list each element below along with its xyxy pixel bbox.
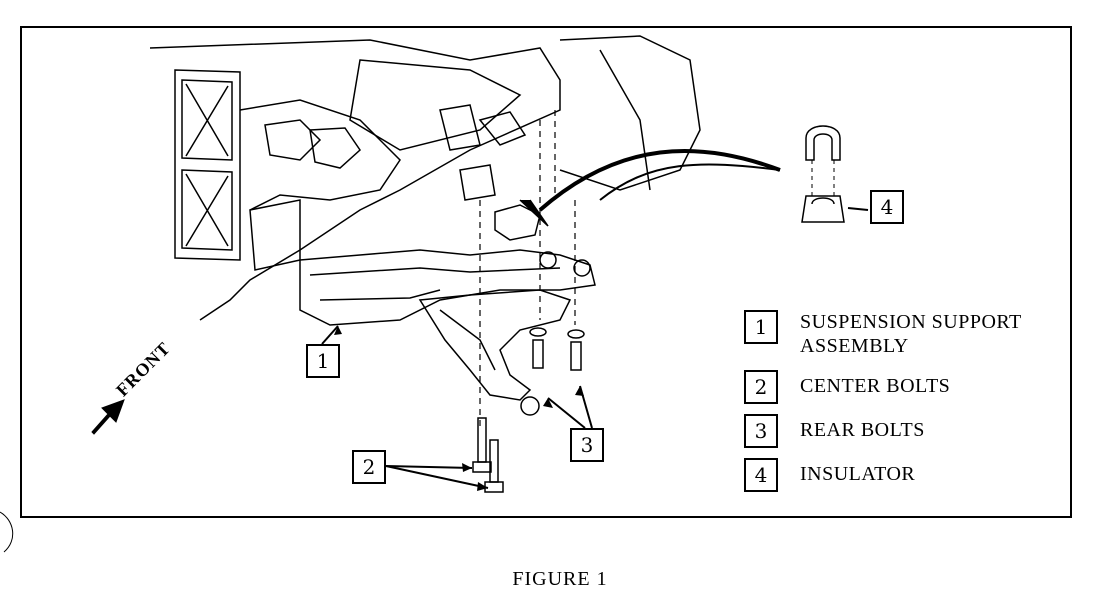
legend-number: 4 — [744, 458, 778, 492]
figure-frame — [20, 26, 1072, 518]
legend-label: SUSPENSION SUPPORT ASSEMBLY — [800, 310, 1022, 358]
callout-2: 2 — [352, 450, 386, 484]
legend-number: 2 — [744, 370, 778, 404]
legend-number: 3 — [744, 414, 778, 448]
callout-4: 4 — [870, 190, 904, 224]
legend-label-line1: SUSPENSION SUPPORT — [800, 311, 1022, 333]
legend-label: CENTER BOLTS — [800, 375, 951, 397]
figure-caption: FIGURE 1 — [512, 568, 608, 590]
legend-label-line2: ASSEMBLY — [800, 335, 909, 357]
legend-label: REAR BOLTS — [800, 419, 925, 441]
callout-3: 3 — [570, 428, 604, 462]
front-arrow-icon — [91, 399, 125, 435]
legend-label: INSULATOR — [800, 463, 916, 485]
legend-number: 1 — [744, 310, 778, 344]
callout-1: 1 — [306, 344, 340, 378]
